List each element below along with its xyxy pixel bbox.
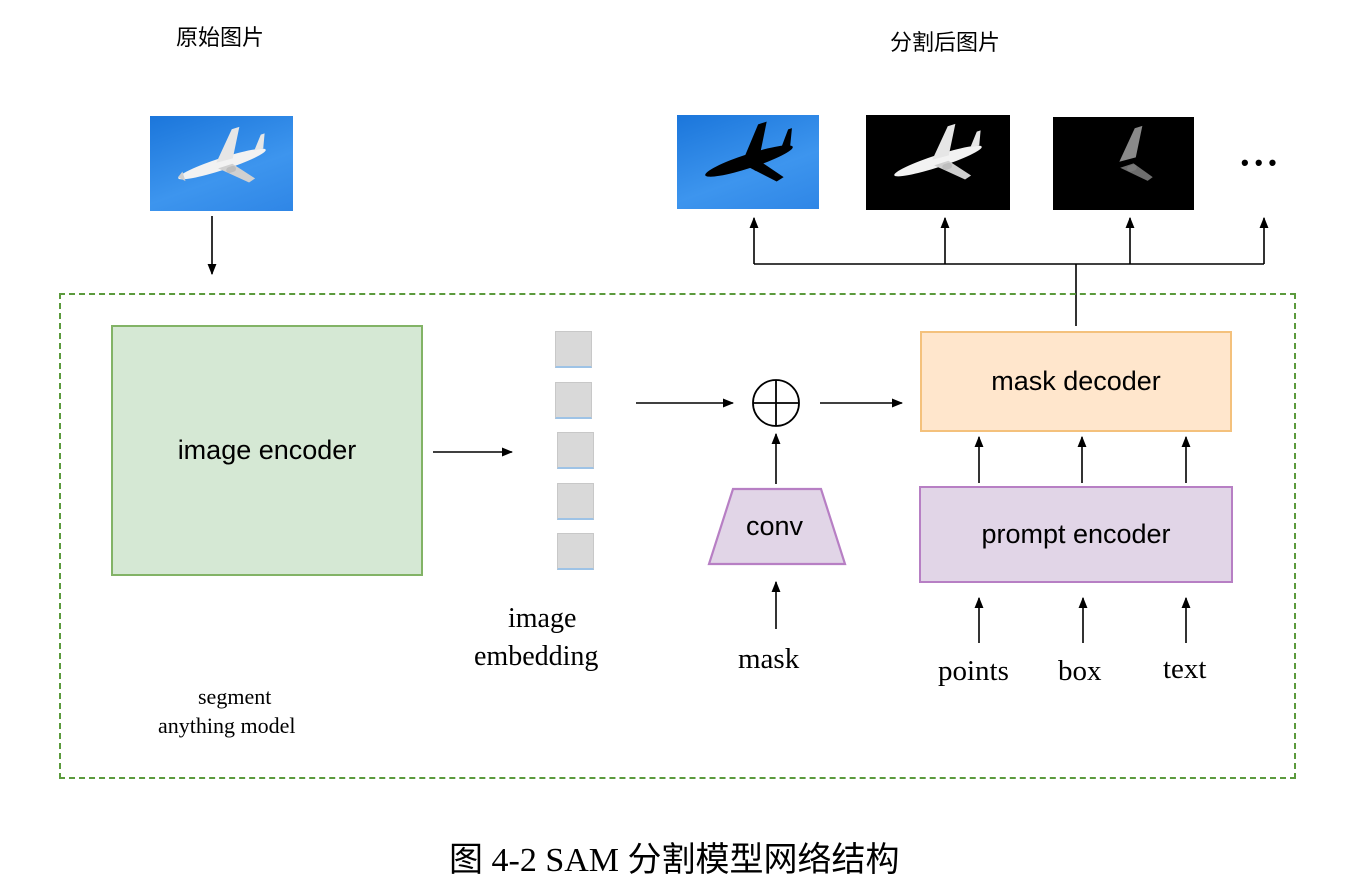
conv-block bbox=[707, 487, 847, 566]
segmented-images-heading: 分割后图片 bbox=[890, 31, 1001, 56]
image-encoder-label: image encoder bbox=[177, 435, 357, 465]
original-airplane-image bbox=[150, 116, 293, 211]
embedding-cell bbox=[555, 382, 592, 419]
prompt-encoder-block: prompt encoder bbox=[919, 486, 1233, 583]
combine-plus-icon bbox=[752, 379, 800, 427]
embedding-cell bbox=[557, 432, 594, 469]
points-input-label: points bbox=[938, 655, 1009, 687]
image-embedding-label-line2: embedding bbox=[474, 641, 599, 672]
mask-input-label: mask bbox=[738, 643, 800, 675]
model-name-line1: segment bbox=[198, 684, 272, 709]
mask-decoder-block: mask decoder bbox=[920, 331, 1232, 432]
segmented-wing-image bbox=[1053, 117, 1194, 210]
original-image-heading: 原始图片 bbox=[176, 26, 265, 51]
box-input-label: box bbox=[1058, 655, 1102, 687]
image-encoder-block: image encoder bbox=[111, 325, 423, 576]
figure-caption: 图 4-2 SAM 分割模型网络结构 bbox=[449, 842, 900, 879]
mask-decoder-label: mask decoder bbox=[991, 366, 1161, 396]
sam-model-boundary bbox=[59, 293, 1296, 779]
segmented-silhouette-image bbox=[677, 115, 819, 209]
embedding-cell bbox=[557, 533, 594, 570]
model-name-line2: anything model bbox=[158, 713, 296, 738]
embedding-cell bbox=[555, 331, 592, 368]
more-outputs-ellipsis: • • • bbox=[1241, 150, 1277, 175]
conv-label: conv bbox=[746, 511, 804, 541]
embedding-cell bbox=[557, 483, 594, 520]
text-input-label: text bbox=[1163, 653, 1207, 685]
image-embedding-label-line1: image bbox=[508, 603, 577, 634]
segmented-airplane-image bbox=[866, 115, 1010, 210]
prompt-encoder-label: prompt encoder bbox=[981, 519, 1171, 549]
